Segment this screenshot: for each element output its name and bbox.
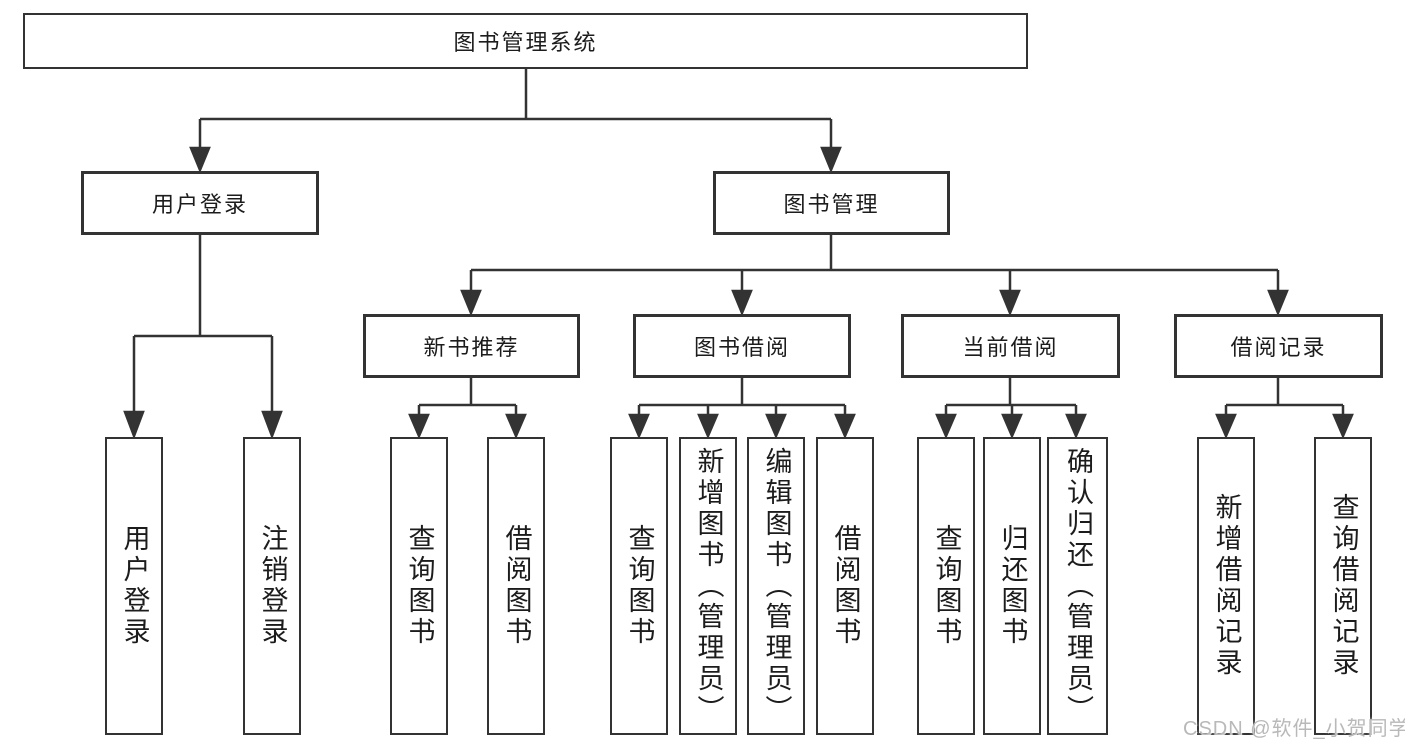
leaf-borrow-edit-book-admin: 编辑图书（管理员） [747, 437, 805, 735]
leaf-record-query-borrow-record: 查询借阅记录 [1314, 437, 1372, 735]
edge-bookmgmt-to-level3 [460, 235, 1289, 317]
leaf-user-login: 用户登录 [105, 437, 163, 735]
node-label: 当前借阅 [962, 335, 1059, 360]
node-label: 图书借阅 [693, 335, 790, 360]
edge-record-to-leaves [1215, 378, 1354, 440]
leaf-borrow-borrow-book: 借阅图书 [816, 437, 874, 735]
leaf-recommend-query-book: 查询图书 [390, 437, 448, 735]
leaf-current-return-book: 归还图书 [983, 437, 1041, 735]
node-label: 用户登录 [119, 524, 150, 648]
csdn-watermark: CSDN @软件_小贺同学 [1183, 718, 1405, 740]
node-label: 新增借阅记录 [1211, 493, 1242, 679]
node-label: 确认归还（管理员） [1063, 446, 1093, 726]
node-label: 借阅图书 [830, 524, 861, 648]
node-book-borrow: 图书借阅 [633, 314, 851, 378]
node-user-login: 用户登录 [81, 171, 319, 235]
leaf-current-query-book: 查询图书 [917, 437, 975, 735]
node-label: 借阅图书 [501, 524, 532, 648]
node-label: 查询图书 [404, 524, 435, 648]
node-new-book-recommend: 新书推荐 [363, 314, 580, 378]
node-label: 查询图书 [624, 524, 655, 648]
node-label: 注销登录 [257, 524, 288, 648]
node-borrow-record: 借阅记录 [1174, 314, 1383, 378]
leaf-borrow-query-book: 查询图书 [610, 437, 668, 735]
edge-current-to-leaves [935, 378, 1087, 440]
node-label: 编辑图书（管理员） [761, 446, 792, 726]
node-label: 新增图书（管理员） [693, 446, 724, 726]
node-library-system-root: 图书管理系统 [23, 13, 1028, 69]
node-label: 新书推荐 [423, 335, 520, 360]
edge-root-to-level2 [189, 69, 842, 174]
node-label: 查询借阅记录 [1328, 493, 1359, 679]
node-label: 图书管理系统 [453, 30, 598, 55]
node-label: 用户登录 [151, 192, 248, 217]
edge-login-to-leaves [123, 235, 283, 440]
edge-borrow-to-leaves [628, 378, 856, 440]
leaf-current-confirm-return-admin: 确认归还（管理员） [1047, 437, 1108, 735]
leaf-recommend-borrow-book: 借阅图书 [487, 437, 545, 735]
node-book-management: 图书管理 [713, 171, 950, 235]
node-current-borrow: 当前借阅 [901, 314, 1120, 378]
leaf-logout: 注销登录 [243, 437, 301, 735]
node-label: 图书管理 [783, 192, 880, 217]
node-label: 归还图书 [997, 524, 1028, 648]
node-label: 查询图书 [931, 524, 962, 648]
node-label: 借阅记录 [1230, 335, 1327, 360]
edge-recommend-to-leaves [408, 378, 527, 440]
leaf-borrow-add-book-admin: 新增图书（管理员） [679, 437, 737, 735]
leaf-record-add-borrow-record: 新增借阅记录 [1197, 437, 1255, 735]
